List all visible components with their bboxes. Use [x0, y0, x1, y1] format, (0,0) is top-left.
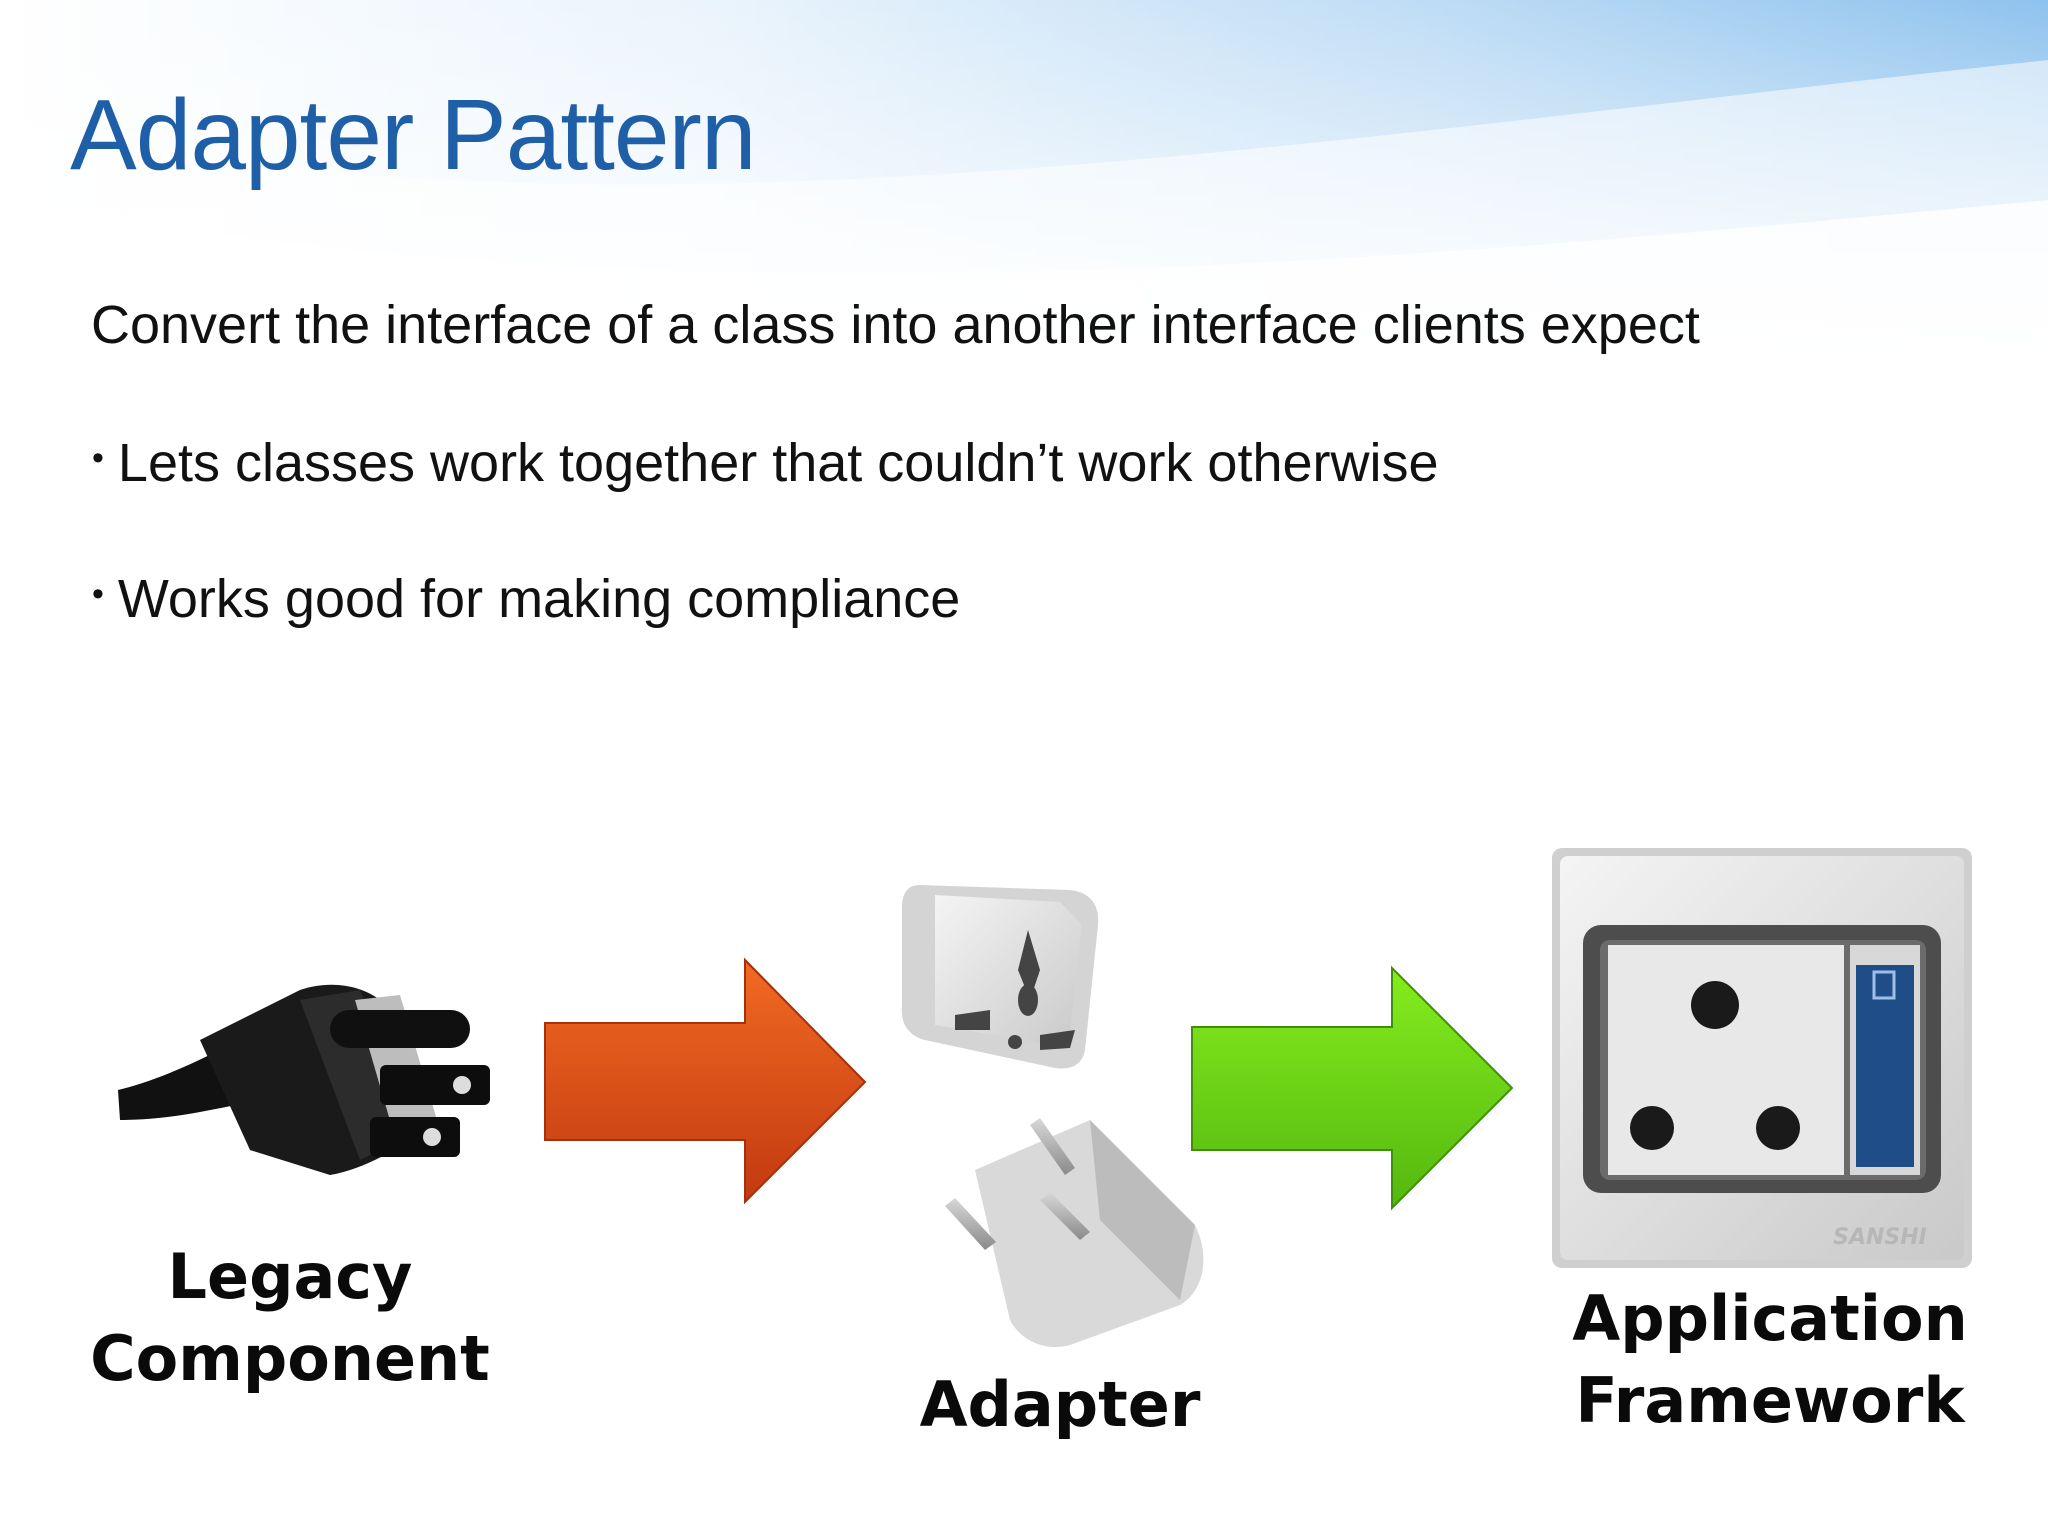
right-arrow-green-icon [1191, 965, 1514, 1211]
slide-intro-text: Convert the interface of a class into an… [91, 295, 1700, 355]
slide-title: Adapter Pattern [70, 79, 756, 191]
bullet-item: • Works good for making compliance [92, 568, 960, 630]
us-plug-icon [118, 984, 490, 1175]
legacy-label-line: Component [90, 1322, 490, 1395]
bullet-text: Works good for making compliance [117, 569, 961, 629]
bullet-item: • Lets classes work together that couldn’… [92, 432, 1439, 494]
wall-socket-icon: SANSHI [1552, 848, 1972, 1268]
bullet-text: Lets classes work together that couldn’t… [117, 433, 1439, 493]
framework-label-line: Application [1572, 1282, 1968, 1355]
socket-brand-text: SANSHI [1833, 1225, 1927, 1250]
header-gradient-background [0, 0, 2048, 360]
right-arrow-orange-icon [544, 957, 867, 1205]
adapter-label: Adapter [919, 1368, 1201, 1441]
bullet-symbol: • [92, 439, 104, 477]
bullet-symbol: • [92, 575, 104, 613]
framework-label-line: Framework [1575, 1364, 1965, 1437]
universal-adapter-icon [901, 885, 1204, 1348]
legacy-component-label: Legacy Component [60, 1236, 520, 1400]
application-framework-label: Application Framework [1540, 1278, 2000, 1442]
legacy-label-line: Legacy [167, 1240, 413, 1313]
